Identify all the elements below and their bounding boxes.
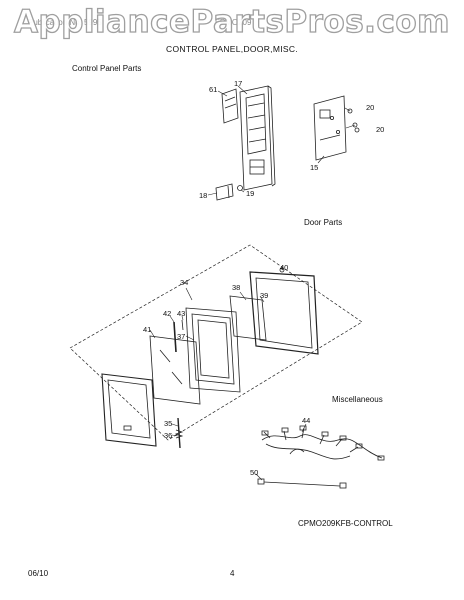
callout-19: 19 [246, 189, 254, 198]
callout-17: 17 [234, 79, 242, 88]
model-reference: CPMO209KFB-CONTROL [298, 519, 393, 528]
callout-41: 41 [143, 325, 151, 334]
callout-18: 18 [199, 191, 207, 200]
callout-37: 37 [177, 332, 185, 341]
callout-34: 34 [180, 278, 188, 287]
callout-39: 39 [260, 291, 268, 300]
footer-date: 06/10 [28, 569, 49, 578]
page-title: CONTROL PANEL,DOOR,MISC. [166, 44, 298, 54]
section-label-door: Door Parts [304, 218, 343, 227]
callout-20-upper: 20 [366, 103, 374, 112]
callout-36: 36 [164, 431, 172, 440]
control-panel-assembly [215, 85, 360, 201]
watermark-logo: AppliancePartsPros.com [13, 3, 450, 40]
callout-42: 42 [163, 309, 171, 318]
leader-lines [149, 85, 356, 481]
callout-20-lower: 20 [376, 125, 384, 134]
callout-61: 61 [209, 85, 217, 94]
page-number: 4 [230, 569, 235, 578]
model-number-header: FPMO209 [215, 18, 252, 27]
wire-harness [257, 425, 385, 489]
door-assembly-outline [69, 244, 363, 441]
door-assembly [101, 267, 319, 449]
callout-50: 50 [250, 468, 258, 477]
publication-number: Publication No. 5995 [28, 18, 102, 27]
callout-35: 35 [164, 419, 172, 428]
section-label-control-panel: Control Panel Parts [72, 64, 142, 73]
callout-38: 38 [232, 283, 240, 292]
callout-44: 44 [302, 416, 310, 425]
callout-43: 43 [177, 309, 185, 318]
section-label-misc: Miscellaneous [332, 395, 383, 404]
callout-15: 15 [310, 163, 318, 172]
callout-40: 40 [280, 263, 288, 272]
